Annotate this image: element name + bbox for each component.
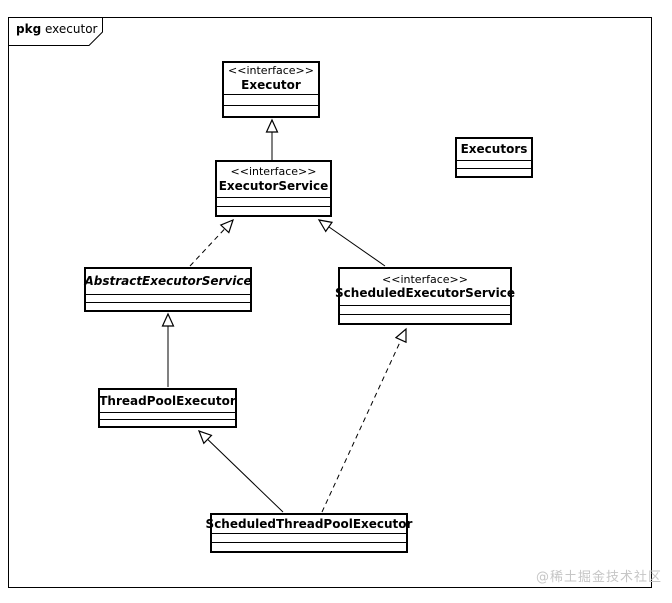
class-name: AbstractExecutorService xyxy=(84,274,252,288)
stereotype-label: <<interface>> xyxy=(382,272,468,286)
operations-compartment xyxy=(457,168,531,176)
operations-compartment xyxy=(217,206,330,215)
attributes-compartment xyxy=(224,94,318,105)
class-name: Executor xyxy=(241,77,301,92)
class-header: ThreadPoolExecutor xyxy=(99,390,236,412)
attributes-compartment xyxy=(212,533,406,542)
package-tab xyxy=(8,17,103,46)
operations-compartment xyxy=(212,542,406,551)
class-box-scheduledexecutorservice: <<interface>> ScheduledExecutorService xyxy=(335,267,515,325)
class-name: Executors xyxy=(460,142,528,156)
class-box-executor: <<interface>> Executor xyxy=(222,61,320,118)
attributes-compartment xyxy=(217,197,330,206)
attributes-compartment xyxy=(100,412,235,419)
edge-scheduledexecutorservice-extends-executorservice xyxy=(317,219,386,267)
class-box-threadpoolexecutor: ThreadPoolExecutor xyxy=(98,388,237,428)
class-header: AbstractExecutorService xyxy=(84,269,252,294)
class-name: ScheduledThreadPoolExecutor xyxy=(205,516,413,531)
class-name: ExecutorService xyxy=(218,178,329,193)
class-box-scheduledthreadpoolexecutor: ScheduledThreadPoolExecutor xyxy=(206,513,413,553)
class-header: <<interface>> Executor xyxy=(224,63,318,94)
operations-compartment xyxy=(100,419,235,426)
edge-scheduledthreadpoolexecutor-implements-scheduledexecutorservice xyxy=(321,327,407,513)
stereotype-label: <<interface>> xyxy=(228,64,314,78)
package-name: executor xyxy=(45,22,98,36)
class-header: Executors xyxy=(457,139,531,160)
class-name: ScheduledExecutorService xyxy=(335,286,515,301)
class-header: <<interface>> ExecutorService xyxy=(217,162,330,197)
edge-abstractexecutorservice-implements-executorservice xyxy=(189,218,234,267)
class-box-abstractexecutorservice: AbstractExecutorService xyxy=(84,267,252,312)
class-box-executorservice: <<interface>> ExecutorService xyxy=(215,160,332,217)
site-watermark: @稀土掘金技术社区 xyxy=(535,570,662,585)
attributes-compartment xyxy=(340,305,510,314)
operations-compartment xyxy=(86,302,250,310)
operations-compartment xyxy=(340,314,510,323)
operations-compartment xyxy=(224,105,318,116)
class-name: ThreadPoolExecutor xyxy=(99,393,236,408)
attributes-compartment xyxy=(457,160,531,168)
package-frame xyxy=(8,17,652,588)
package-tab-label: pkg executor xyxy=(16,22,97,36)
stereotype-label: <<interface>> xyxy=(230,165,317,179)
class-header: ScheduledThreadPoolExecutor xyxy=(206,515,413,533)
attributes-compartment xyxy=(86,294,250,302)
edge-scheduledthreadpoolexecutor-extends-threadpoolexecutor xyxy=(197,430,284,513)
class-box-executors: Executors xyxy=(455,137,533,178)
package-keyword: pkg xyxy=(16,22,42,36)
class-header: <<interface>> ScheduledExecutorService xyxy=(335,269,515,305)
